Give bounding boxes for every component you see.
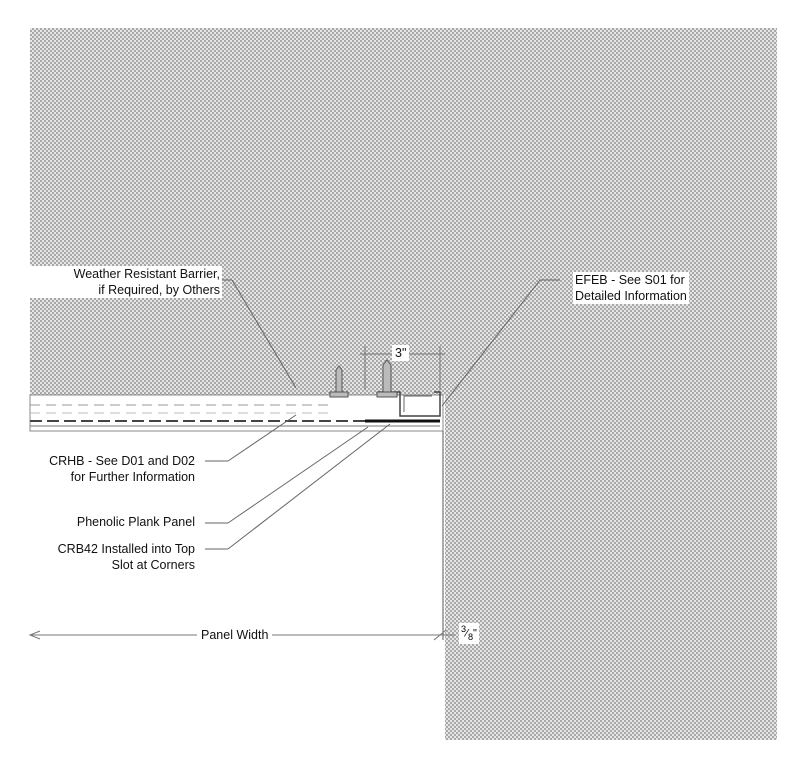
label-weather-barrier: Weather Resistant Barrier, if Required, b…: [28, 266, 222, 298]
label-panel-width: Panel Width: [197, 627, 273, 643]
label-line: if Required, by Others: [98, 283, 220, 297]
label-crhb: CRHB - See D01 and D02 for Further Inform…: [20, 453, 197, 485]
label-dim-3in: 3": [392, 345, 410, 361]
fraction-numerator: 3: [461, 624, 467, 634]
fraction-unit: ": [473, 627, 477, 640]
label-line: for Further Information: [70, 470, 195, 484]
label-line: CRB42 Installed into Top: [57, 542, 195, 556]
label-line: EFEB - See S01 for: [575, 273, 685, 287]
screw-icons: [329, 359, 398, 398]
label-line: Weather Resistant Barrier,: [73, 267, 220, 281]
label-line: Detailed Information: [575, 289, 687, 303]
label-line: Slot at Corners: [111, 558, 195, 572]
leader-lines: [205, 279, 560, 550]
panel-assembly: [29, 391, 444, 640]
label-dim-three-eighths: 3⁄8": [459, 623, 479, 644]
label-phenolic-panel: Phenolic Plank Panel: [20, 514, 197, 530]
substrate-hatch: [30, 28, 777, 740]
fraction-denominator: 8: [467, 631, 474, 642]
label-line: CRHB - See D01 and D02: [49, 454, 195, 468]
